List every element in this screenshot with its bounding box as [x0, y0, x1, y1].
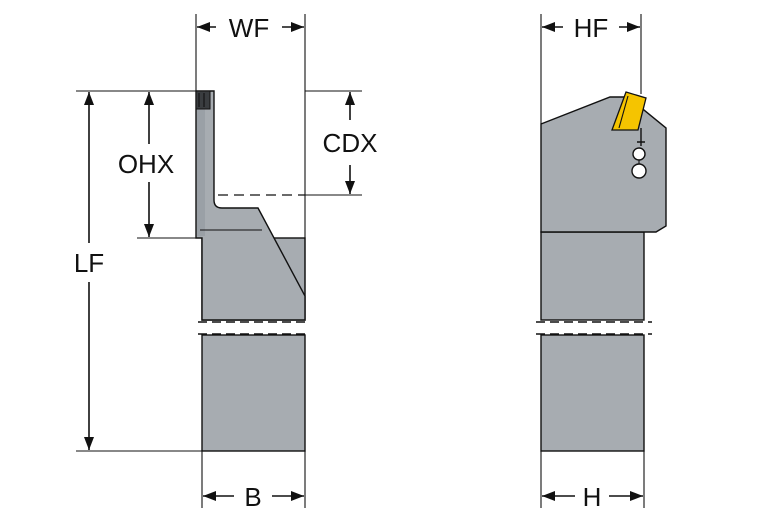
- wf-label: WF: [229, 13, 269, 43]
- side-view: [195, 90, 310, 452]
- lf-dimension: LF: [74, 90, 202, 452]
- h-label: H: [583, 482, 602, 512]
- cdx-label: CDX: [323, 128, 378, 158]
- h-dimension: H: [540, 451, 645, 512]
- shank-lower: [201, 334, 306, 452]
- cdx-dimension: CDX: [305, 90, 378, 196]
- coolant-hole-upper: [632, 147, 646, 161]
- front-shank-upper: [540, 231, 645, 321]
- b-dimension: B: [201, 451, 306, 512]
- coolant-hole-lower: [631, 163, 647, 179]
- cutting-insert-side: [195, 90, 211, 110]
- blade-strip: [197, 96, 205, 236]
- wf-dimension: WF: [195, 13, 306, 296]
- hf-dimension: HF: [540, 13, 642, 124]
- coolant-nozzle: [637, 128, 645, 146]
- cutting-insert-front: [611, 91, 647, 131]
- b-label: B: [244, 482, 261, 512]
- head-profile: [195, 90, 306, 321]
- front-shank-lower: [540, 334, 645, 452]
- lf-label: LF: [74, 248, 104, 278]
- ohx-dimension: OHX: [118, 90, 202, 239]
- ohx-label: OHX: [118, 149, 174, 179]
- front-view: [536, 91, 667, 452]
- hf-label: HF: [574, 13, 609, 43]
- front-head: [540, 96, 667, 233]
